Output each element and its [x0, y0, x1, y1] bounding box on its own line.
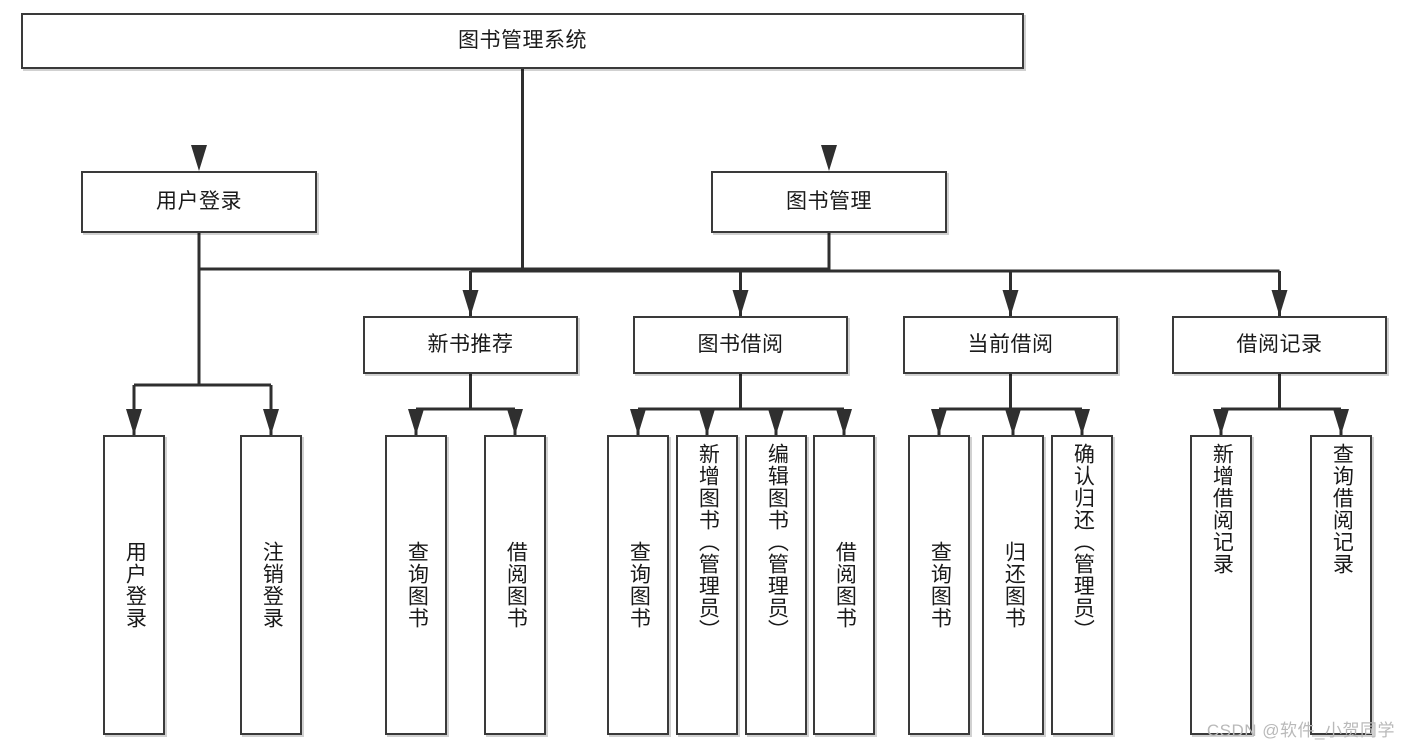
node-label-user-login: 用户登录 — [156, 190, 242, 214]
node-label-root: 图书管理系统 — [458, 29, 587, 53]
node-book-manage: 图书管理 — [711, 171, 947, 233]
node-label-leaf-query-book-bor: 查询图书 — [627, 541, 651, 629]
node-label-leaf-query-book-cur: 查询图书 — [928, 541, 952, 629]
node-label-leaf-query-book-rec: 查询图书 — [405, 541, 429, 629]
node-leaf-borrow-book-bor: 借阅图书 — [813, 435, 875, 735]
node-leaf-logout: 注销登录 — [240, 435, 302, 735]
node-label-book-borrow: 图书借阅 — [697, 333, 784, 357]
node-label-leaf-add-book: 新增图书（管理员） — [696, 443, 720, 641]
node-leaf-query-book-bor: 查询图书 — [607, 435, 669, 735]
node-book-borrow: 图书借阅 — [633, 316, 848, 374]
node-user-login: 用户登录 — [81, 171, 317, 233]
node-borrow-record: 借阅记录 — [1172, 316, 1387, 374]
node-label-leaf-confirm-return: 确认归还（管理员） — [1071, 443, 1095, 641]
node-root: 图书管理系统 — [21, 13, 1024, 69]
node-current-borrow: 当前借阅 — [903, 316, 1118, 374]
node-label-leaf-add-record: 新增借阅记录 — [1210, 443, 1234, 575]
node-leaf-add-record: 新增借阅记录 — [1190, 435, 1252, 735]
node-label-new-book-recommend: 新书推荐 — [427, 333, 514, 357]
node-label-leaf-query-record: 查询借阅记录 — [1330, 443, 1354, 575]
watermark-text: CSDN @软件_小贺同学 — [1206, 721, 1395, 740]
node-leaf-borrow-book-rec: 借阅图书 — [484, 435, 546, 735]
node-label-leaf-user-login: 用户登录 — [123, 541, 147, 629]
node-leaf-confirm-return: 确认归还（管理员） — [1051, 435, 1113, 735]
node-leaf-edit-book: 编辑图书（管理员） — [745, 435, 807, 735]
node-leaf-query-book-cur: 查询图书 — [908, 435, 970, 735]
node-leaf-user-login: 用户登录 — [103, 435, 165, 735]
node-leaf-return-book: 归还图书 — [982, 435, 1044, 735]
node-label-book-manage: 图书管理 — [786, 190, 872, 214]
node-label-leaf-edit-book: 编辑图书（管理员） — [765, 443, 789, 641]
node-label-leaf-borrow-book-bor: 借阅图书 — [833, 541, 857, 629]
node-leaf-add-book: 新增图书（管理员） — [676, 435, 738, 735]
node-label-current-borrow: 当前借阅 — [967, 333, 1054, 357]
node-leaf-query-book-rec: 查询图书 — [385, 435, 447, 735]
node-label-borrow-record: 借阅记录 — [1236, 333, 1323, 357]
node-label-leaf-logout: 注销登录 — [260, 541, 284, 629]
node-label-leaf-return-book: 归还图书 — [1002, 541, 1026, 629]
node-new-book-recommend: 新书推荐 — [363, 316, 578, 374]
node-leaf-query-record: 查询借阅记录 — [1310, 435, 1372, 735]
node-label-leaf-borrow-book-rec: 借阅图书 — [504, 541, 528, 629]
